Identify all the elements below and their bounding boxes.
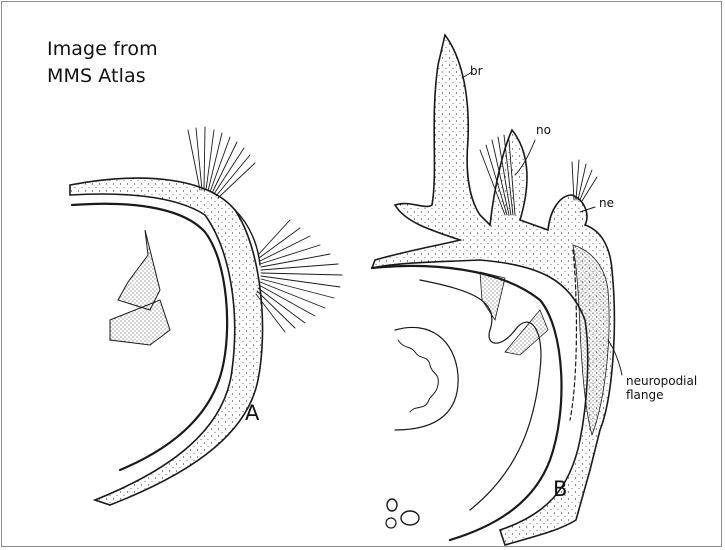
panel-b-drawing bbox=[372, 35, 622, 545]
internal-membrane-a1 bbox=[118, 230, 160, 310]
label-ne: ne bbox=[599, 196, 614, 210]
internal-membrane-b1 bbox=[480, 272, 505, 320]
panel-a-drawing bbox=[70, 127, 342, 505]
label-flange: flange bbox=[626, 388, 664, 402]
oocyte-3 bbox=[386, 518, 396, 528]
oocyte-1 bbox=[387, 499, 397, 511]
credit-line-2: MMS Atlas bbox=[47, 65, 146, 87]
credit-line-1: Image from bbox=[47, 38, 158, 60]
label-panel-b: B bbox=[553, 477, 567, 501]
label-neuropodial: neuropodial bbox=[626, 374, 697, 388]
body-wall-a bbox=[70, 178, 263, 505]
chaetae-bundle-ne bbox=[572, 160, 597, 201]
label-br: br bbox=[470, 64, 483, 78]
oocyte-2 bbox=[401, 511, 419, 525]
gut-outline bbox=[395, 327, 458, 430]
label-no: no bbox=[536, 123, 551, 137]
chaetae-bundle-a-lower bbox=[256, 220, 342, 332]
label-panel-a: A bbox=[245, 401, 260, 425]
internal-membrane-b2 bbox=[505, 310, 548, 355]
